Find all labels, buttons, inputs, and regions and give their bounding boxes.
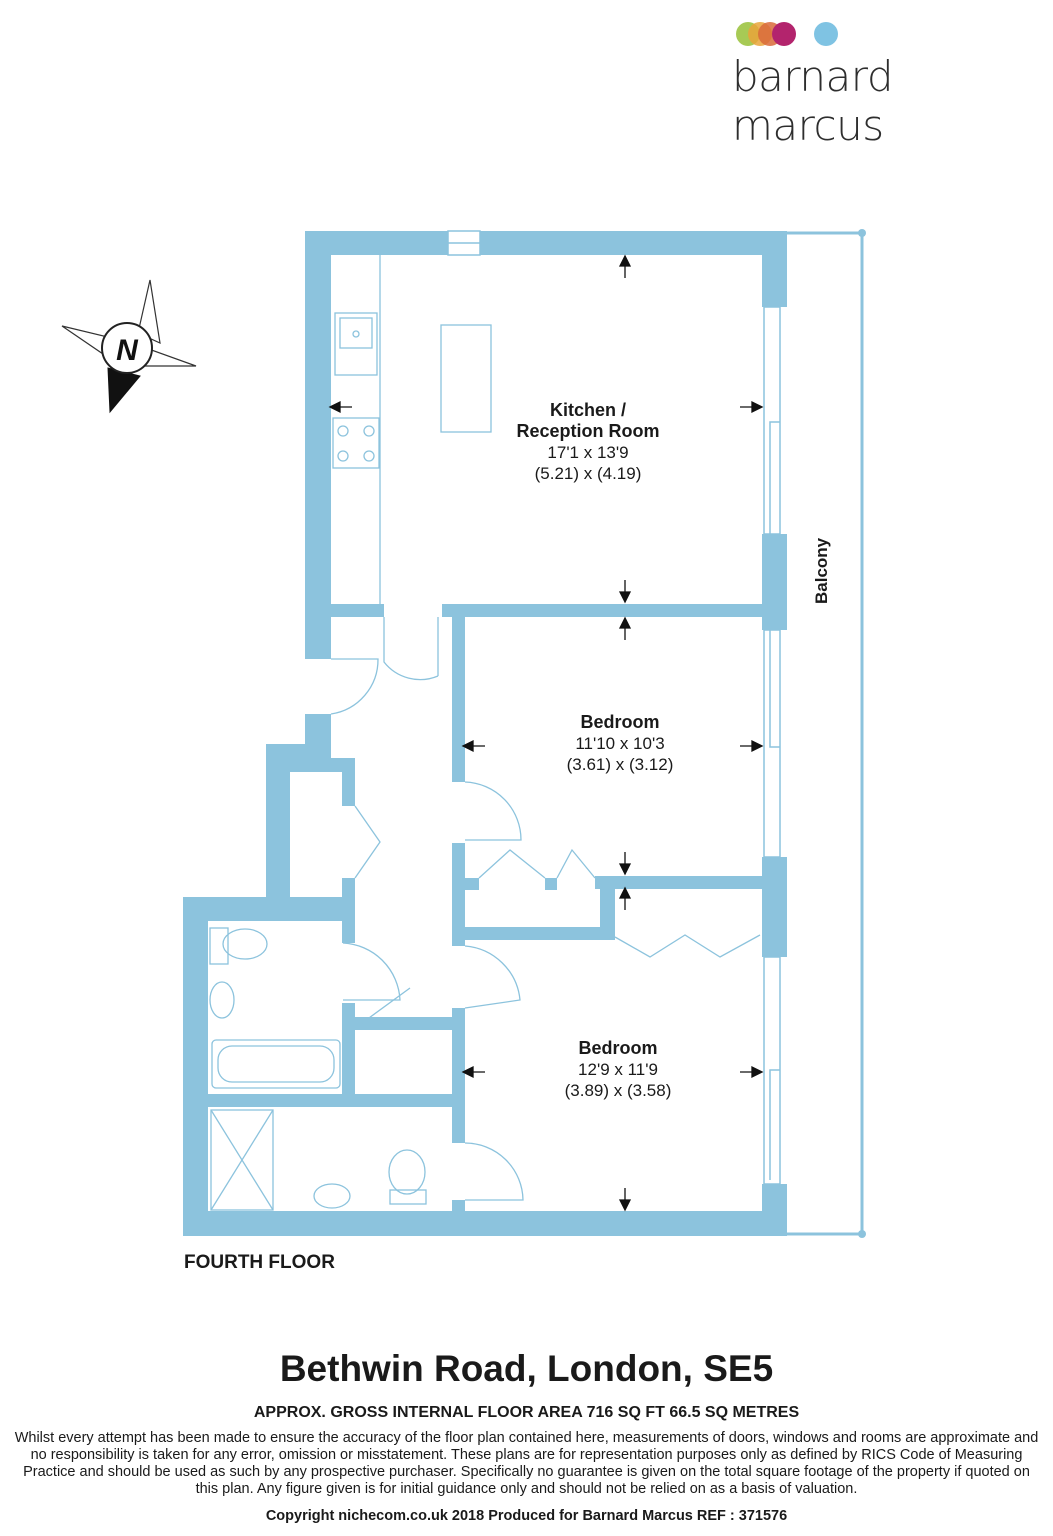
room-name: Kitchen / bbox=[549, 400, 626, 420]
floor-area: APPROX. GROSS INTERNAL FLOOR AREA 716 SQ… bbox=[253, 1404, 800, 1421]
room-dimensions-metric: (3.89) x (3.58) bbox=[564, 1081, 672, 1100]
balcony-outline bbox=[787, 231, 864, 1236]
room-name: Reception Room bbox=[516, 421, 660, 441]
compass-icon: N bbox=[61, 279, 197, 414]
room-dimensions-metric: (3.61) x (3.12) bbox=[566, 755, 674, 774]
brand-name: barnard marcus bbox=[732, 52, 893, 150]
room-label-bedroom-1: Bedroom 11'10 x 10'3 (3.61) x (3.12) bbox=[520, 712, 720, 775]
room-label-bedroom-2: Bedroom 12'9 x 11'9 (3.89) x (3.58) bbox=[518, 1038, 718, 1101]
windows bbox=[447, 230, 781, 1185]
balcony-label: Balcony bbox=[812, 537, 831, 604]
room-name: Bedroom bbox=[578, 1038, 658, 1058]
walls bbox=[183, 231, 787, 1236]
room-dimensions-imperial: 11'10 x 10'3 bbox=[575, 734, 665, 753]
property-address: Bethwin Road, London, SE5 bbox=[279, 1348, 774, 1389]
copyright: Copyright nichecom.co.uk 2018 Produced f… bbox=[265, 1508, 788, 1524]
room-dimensions-metric: (5.21) x (4.19) bbox=[534, 464, 642, 483]
room-name: Bedroom bbox=[580, 712, 660, 732]
bathroom-fittings bbox=[209, 927, 427, 1211]
brand-logo: barnard marcus bbox=[728, 18, 1038, 150]
brand-dots-icon bbox=[736, 22, 838, 46]
compass-label: N bbox=[116, 334, 139, 367]
kitchen-fittings bbox=[332, 255, 492, 604]
room-dimensions-imperial: 12'9 x 11'9 bbox=[578, 1060, 658, 1079]
doors bbox=[330, 617, 761, 1201]
room-dimensions-imperial: 17'1 x 13'9 bbox=[547, 443, 629, 462]
dimension-arrows bbox=[328, 254, 764, 1212]
floor-name: FOURTH FLOOR bbox=[184, 1252, 335, 1273]
disclaimer: Whilst every attempt has been made to en… bbox=[14, 1430, 1039, 1497]
room-label-kitchen: Kitchen / Reception Room 17'1 x 13'9 (5.… bbox=[488, 400, 688, 484]
